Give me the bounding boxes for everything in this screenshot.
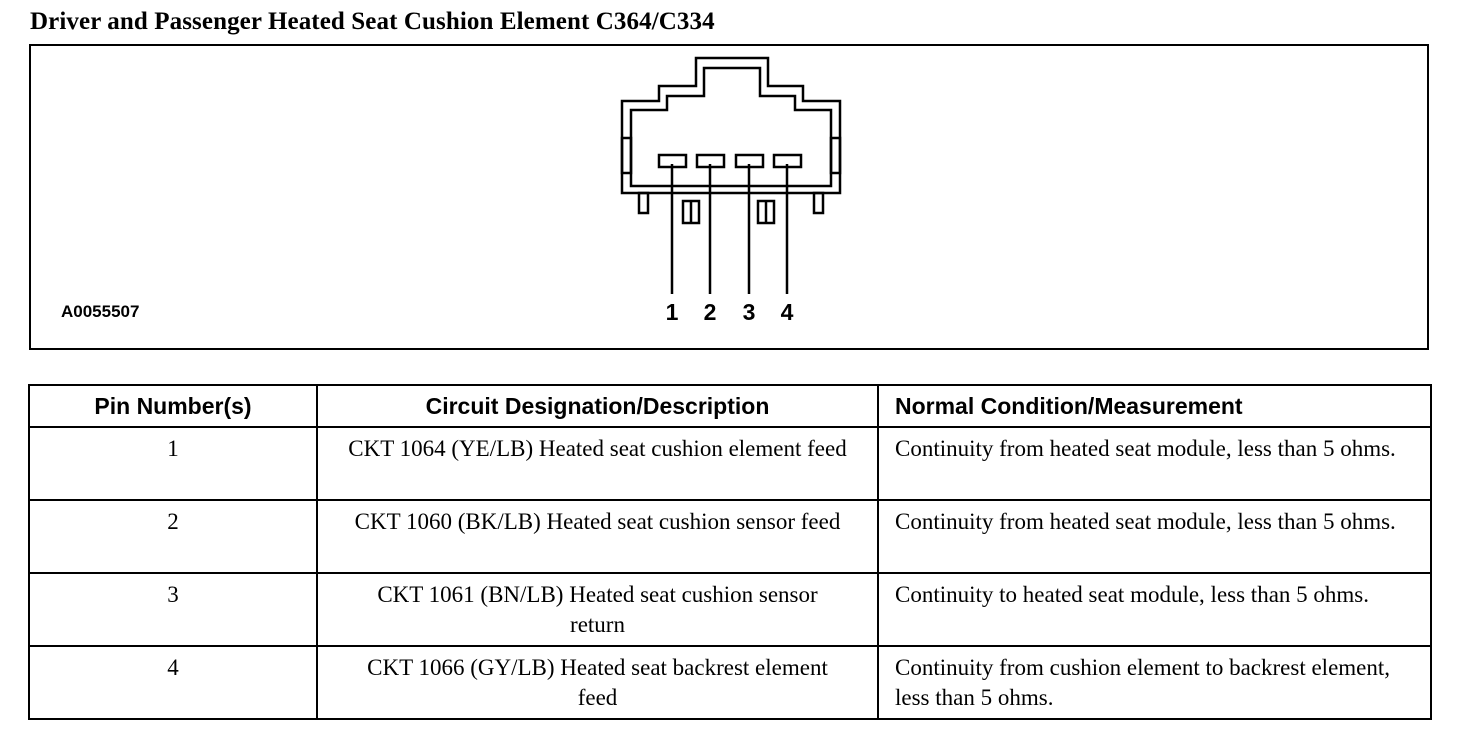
pin-cell: 3 <box>28 572 318 647</box>
description-cell: CKT 1064 (YE/LB) Heated seat cushion ele… <box>316 426 879 501</box>
description-cell: CKT 1061 (BN/LB) Heated seat cushion sen… <box>316 572 879 647</box>
connector-left-latch <box>620 136 633 175</box>
connector-figure: 1 2 3 4 A0055507 <box>29 44 1429 350</box>
connector-foot-right <box>812 191 825 215</box>
pin-cell: 4 <box>28 645 318 720</box>
connector-diagram <box>620 56 842 294</box>
header-condition: Normal Condition/Measurement <box>877 384 1432 428</box>
connector-housing-inner <box>629 66 833 188</box>
table-header-row: Pin Number(s) Circuit Designation/Descri… <box>28 384 1432 428</box>
pin-label-3: 3 <box>742 299 756 325</box>
pin-table: Pin Number(s) Circuit Designation/Descri… <box>28 384 1432 720</box>
table-row: 3 CKT 1061 (BN/LB) Heated seat cushion s… <box>28 572 1432 647</box>
table-row: 1 CKT 1064 (YE/LB) Heated seat cushion e… <box>28 426 1432 501</box>
header-description: Circuit Designation/Description <box>316 384 879 428</box>
connector-foot-left <box>637 191 650 215</box>
condition-cell: Continuity from heated seat module, less… <box>877 426 1432 501</box>
pin-label-2: 2 <box>703 299 717 325</box>
connector-housing-outer <box>620 56 842 195</box>
condition-cell: Continuity from cushion element to backr… <box>877 645 1432 720</box>
header-pin: Pin Number(s) <box>28 384 318 428</box>
table-row: 4 CKT 1066 (GY/LB) Heated seat backrest … <box>28 645 1432 720</box>
description-cell: CKT 1066 (GY/LB) Heated seat backrest el… <box>316 645 879 720</box>
table-row: 2 CKT 1060 (BK/LB) Heated seat cushion s… <box>28 499 1432 574</box>
figure-id: A0055507 <box>61 302 140 321</box>
description-cell: CKT 1060 (BK/LB) Heated seat cushion sen… <box>316 499 879 574</box>
pin-cell: 1 <box>28 426 318 501</box>
connector-right-latch <box>829 136 842 175</box>
pin-label-4: 4 <box>780 299 794 325</box>
condition-cell: Continuity to heated seat module, less t… <box>877 572 1432 647</box>
condition-cell: Continuity from heated seat module, less… <box>877 499 1432 574</box>
pin-cell: 2 <box>28 499 318 574</box>
pin-label-1: 1 <box>665 299 679 325</box>
page-title: Driver and Passenger Heated Seat Cushion… <box>30 8 715 35</box>
